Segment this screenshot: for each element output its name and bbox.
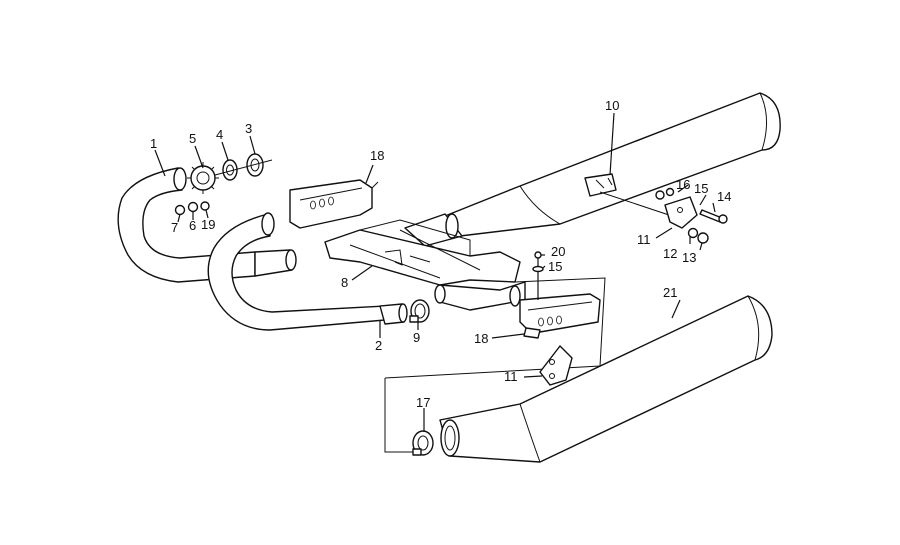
lower-mount [539, 345, 573, 386]
lower-group-frame [384, 277, 606, 453]
callout-2: 2 [375, 338, 382, 353]
callout-19: 19 [201, 217, 215, 232]
callout-7: 7 [171, 220, 178, 235]
callout-13: 13 [682, 250, 696, 265]
upper-mount [584, 173, 728, 244]
callout-17: 17 [416, 395, 430, 410]
callout-8: 8 [341, 275, 348, 290]
callout-labels: 1 2 3 4 5 6 7 8 9 10 11 11 12 13 14 15 1… [150, 98, 731, 410]
callout-11-upper: 11 [637, 232, 651, 247]
callout-18-lower: 18 [474, 331, 488, 346]
callout-21: 21 [663, 285, 677, 300]
exhaust-pipe-2 [207, 212, 408, 331]
crossover-pipe [324, 219, 526, 311]
ring-nut-group [187, 153, 273, 194]
lower-bracket [519, 293, 601, 339]
callout-1: 1 [150, 136, 157, 151]
callout-4: 4 [216, 127, 223, 142]
callout-3: 3 [245, 121, 252, 136]
callout-6: 6 [189, 218, 196, 233]
clamp-17 [412, 430, 434, 456]
callout-20: 20 [551, 244, 565, 259]
callout-15-lower: 15 [548, 259, 562, 274]
callout-12: 12 [663, 246, 677, 261]
stud-nuts-6-7-19 [174, 201, 210, 216]
callout-10: 10 [605, 98, 619, 113]
callout-11-lower: 11 [504, 369, 518, 384]
callout-14: 14 [717, 189, 731, 204]
callout-16: 16 [676, 177, 690, 192]
clamp-9 [409, 299, 430, 323]
callout-9: 9 [413, 330, 420, 345]
callout-18-upper: 18 [370, 148, 384, 163]
bolt-20 [532, 251, 544, 300]
callout-5: 5 [189, 131, 196, 146]
callout-15-upper: 15 [694, 181, 708, 196]
upper-bracket [289, 179, 379, 229]
lower-silencer [439, 295, 773, 463]
leader-lines [154, 112, 716, 432]
exhaust-pipe-1 [117, 167, 297, 283]
